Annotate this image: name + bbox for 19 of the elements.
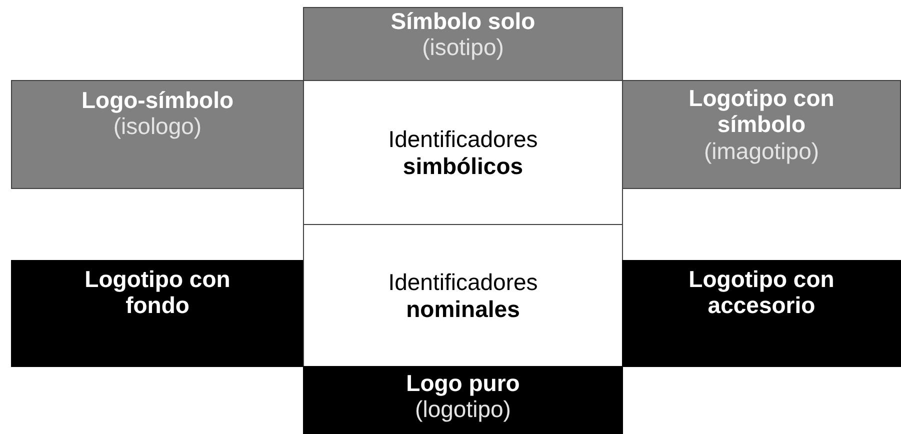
box-title: Logotipo con accesorio <box>688 266 836 319</box>
group-box <box>303 224 623 367</box>
box-title: Logotipo con fondo <box>84 266 232 319</box>
category-box <box>622 80 901 189</box>
category-box <box>11 80 304 189</box>
box-subtitle: (imagotipo) <box>704 138 820 164</box>
category-box <box>11 260 304 367</box>
box-title: Identificadores simbólicos <box>387 126 539 179</box>
box-title: Logotipo con símbolo <box>688 85 836 138</box>
box-subtitle: (logotipo) <box>415 396 511 423</box>
box-title: Símbolo solo <box>390 8 536 34</box>
box-title: Logo-símbolo <box>81 87 234 114</box>
box-subtitle: (isotipo) <box>422 34 504 61</box>
box-title: Logo puro <box>406 370 520 396</box>
box-subtitle: (isologo) <box>113 113 202 140</box>
category-box <box>303 7 623 81</box>
category-box <box>303 366 623 434</box>
category-box <box>622 260 901 367</box>
box-title: Identificadores nominales <box>387 269 539 322</box>
